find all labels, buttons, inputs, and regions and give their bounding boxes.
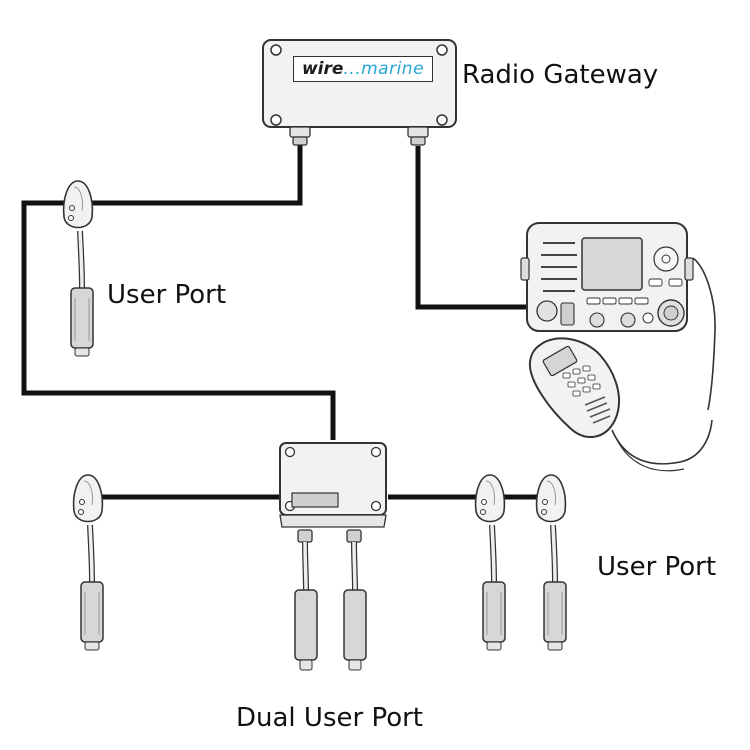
user-port-connector-right-1 [476,475,505,650]
logo-text-part2: ...marine [343,59,425,79]
radio-gateway-label: Radio Gateway [462,60,659,90]
brand-logo: wire...marine [293,56,433,82]
user-port-connector-right-2 [537,475,566,650]
user-port-connector-top [64,181,93,356]
dual-user-port-box [279,442,387,671]
user-port-connector-left [74,475,103,650]
user-port-label-left: User Port [107,280,227,310]
dual-user-port-label: Dual User Port [236,703,423,733]
logo-text-part1: wire [301,59,344,79]
cables [21,142,548,500]
cable-gateway-to-radio [415,146,537,310]
user-port-label-right: User Port [597,552,717,582]
handset [528,337,713,472]
cable-gateway-to-user-port [21,142,336,440]
vhf-radio [520,222,716,411]
